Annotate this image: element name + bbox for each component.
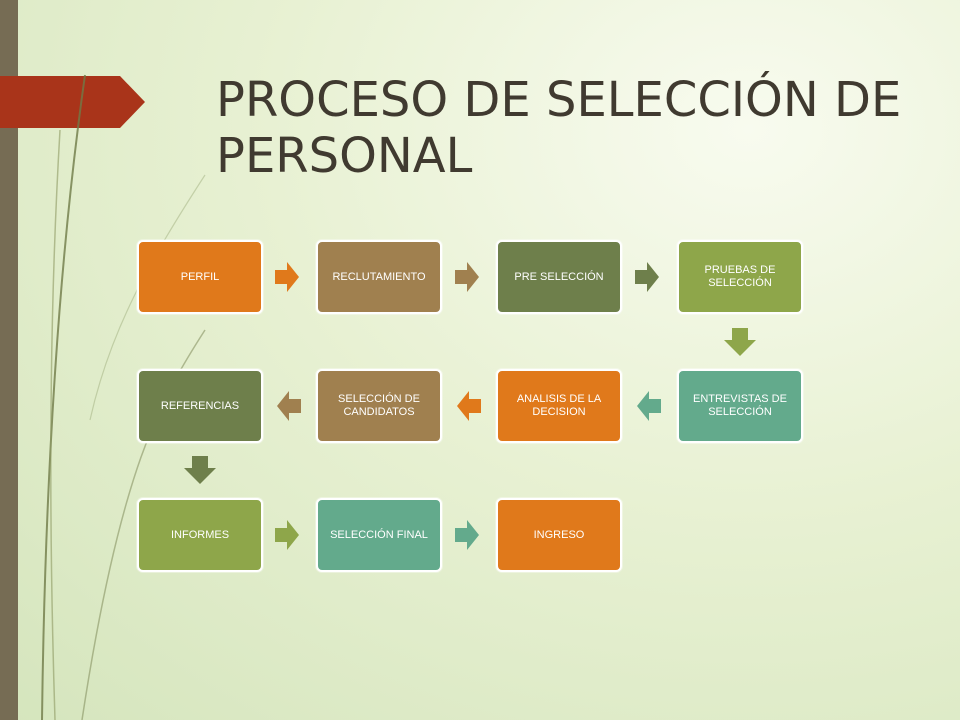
step-label: PRE SELECCIÓN (514, 270, 604, 283)
arrow-down-icon (184, 456, 216, 484)
step-label: SELECCIÓN DE CANDIDATOS (338, 393, 420, 418)
arrow-right-icon (455, 262, 479, 292)
arrow-left-icon (457, 391, 481, 421)
step-ingreso: INGRESO (496, 498, 622, 572)
step-label: SELECCIÓN FINAL (330, 528, 428, 541)
step-label: ANALISIS DE LA DECISION (516, 393, 602, 418)
step-seleccion-final: SELECCIÓN FINAL (316, 498, 442, 572)
step-label: REFERENCIAS (160, 399, 240, 412)
arrow-right-icon (455, 520, 479, 550)
arrow-left-icon (277, 391, 301, 421)
left-decorative-bar (0, 0, 18, 720)
arrow-left-icon (637, 391, 661, 421)
step-label: INGRESO (533, 528, 585, 541)
step-informes: INFORMES (137, 498, 263, 572)
step-label: INFORMES (170, 528, 230, 541)
arrow-right-icon (635, 262, 659, 292)
arrow-right-icon (275, 262, 299, 292)
title-accent-tab (0, 76, 145, 128)
step-label: ENTREVISTAS DE SELECCIÓN (693, 393, 787, 418)
arrow-right-icon (275, 520, 299, 550)
step-referencias: REFERENCIAS (137, 369, 263, 443)
step-analisis-de-la-decision: ANALISIS DE LA DECISION (496, 369, 622, 443)
step-seleccion-de-candidatos: SELECCIÓN DE CANDIDATOS (316, 369, 442, 443)
slide-title: PROCESO DE SELECCIÓN DE PERSONAL (216, 72, 902, 184)
step-perfil: PERFIL (137, 240, 263, 314)
step-label: RECLUTAMIENTO (332, 270, 426, 283)
step-label: PRUEBAS DE SELECCIÓN (704, 264, 776, 289)
arrow-down-icon (724, 328, 756, 356)
step-pruebas-de-seleccion: PRUEBAS DE SELECCIÓN (677, 240, 803, 314)
step-label: PERFIL (180, 270, 220, 283)
step-pre-seleccion: PRE SELECCIÓN (496, 240, 622, 314)
step-reclutamiento: RECLUTAMIENTO (316, 240, 442, 314)
step-entrevistas-de-seleccion: ENTREVISTAS DE SELECCIÓN (677, 369, 803, 443)
